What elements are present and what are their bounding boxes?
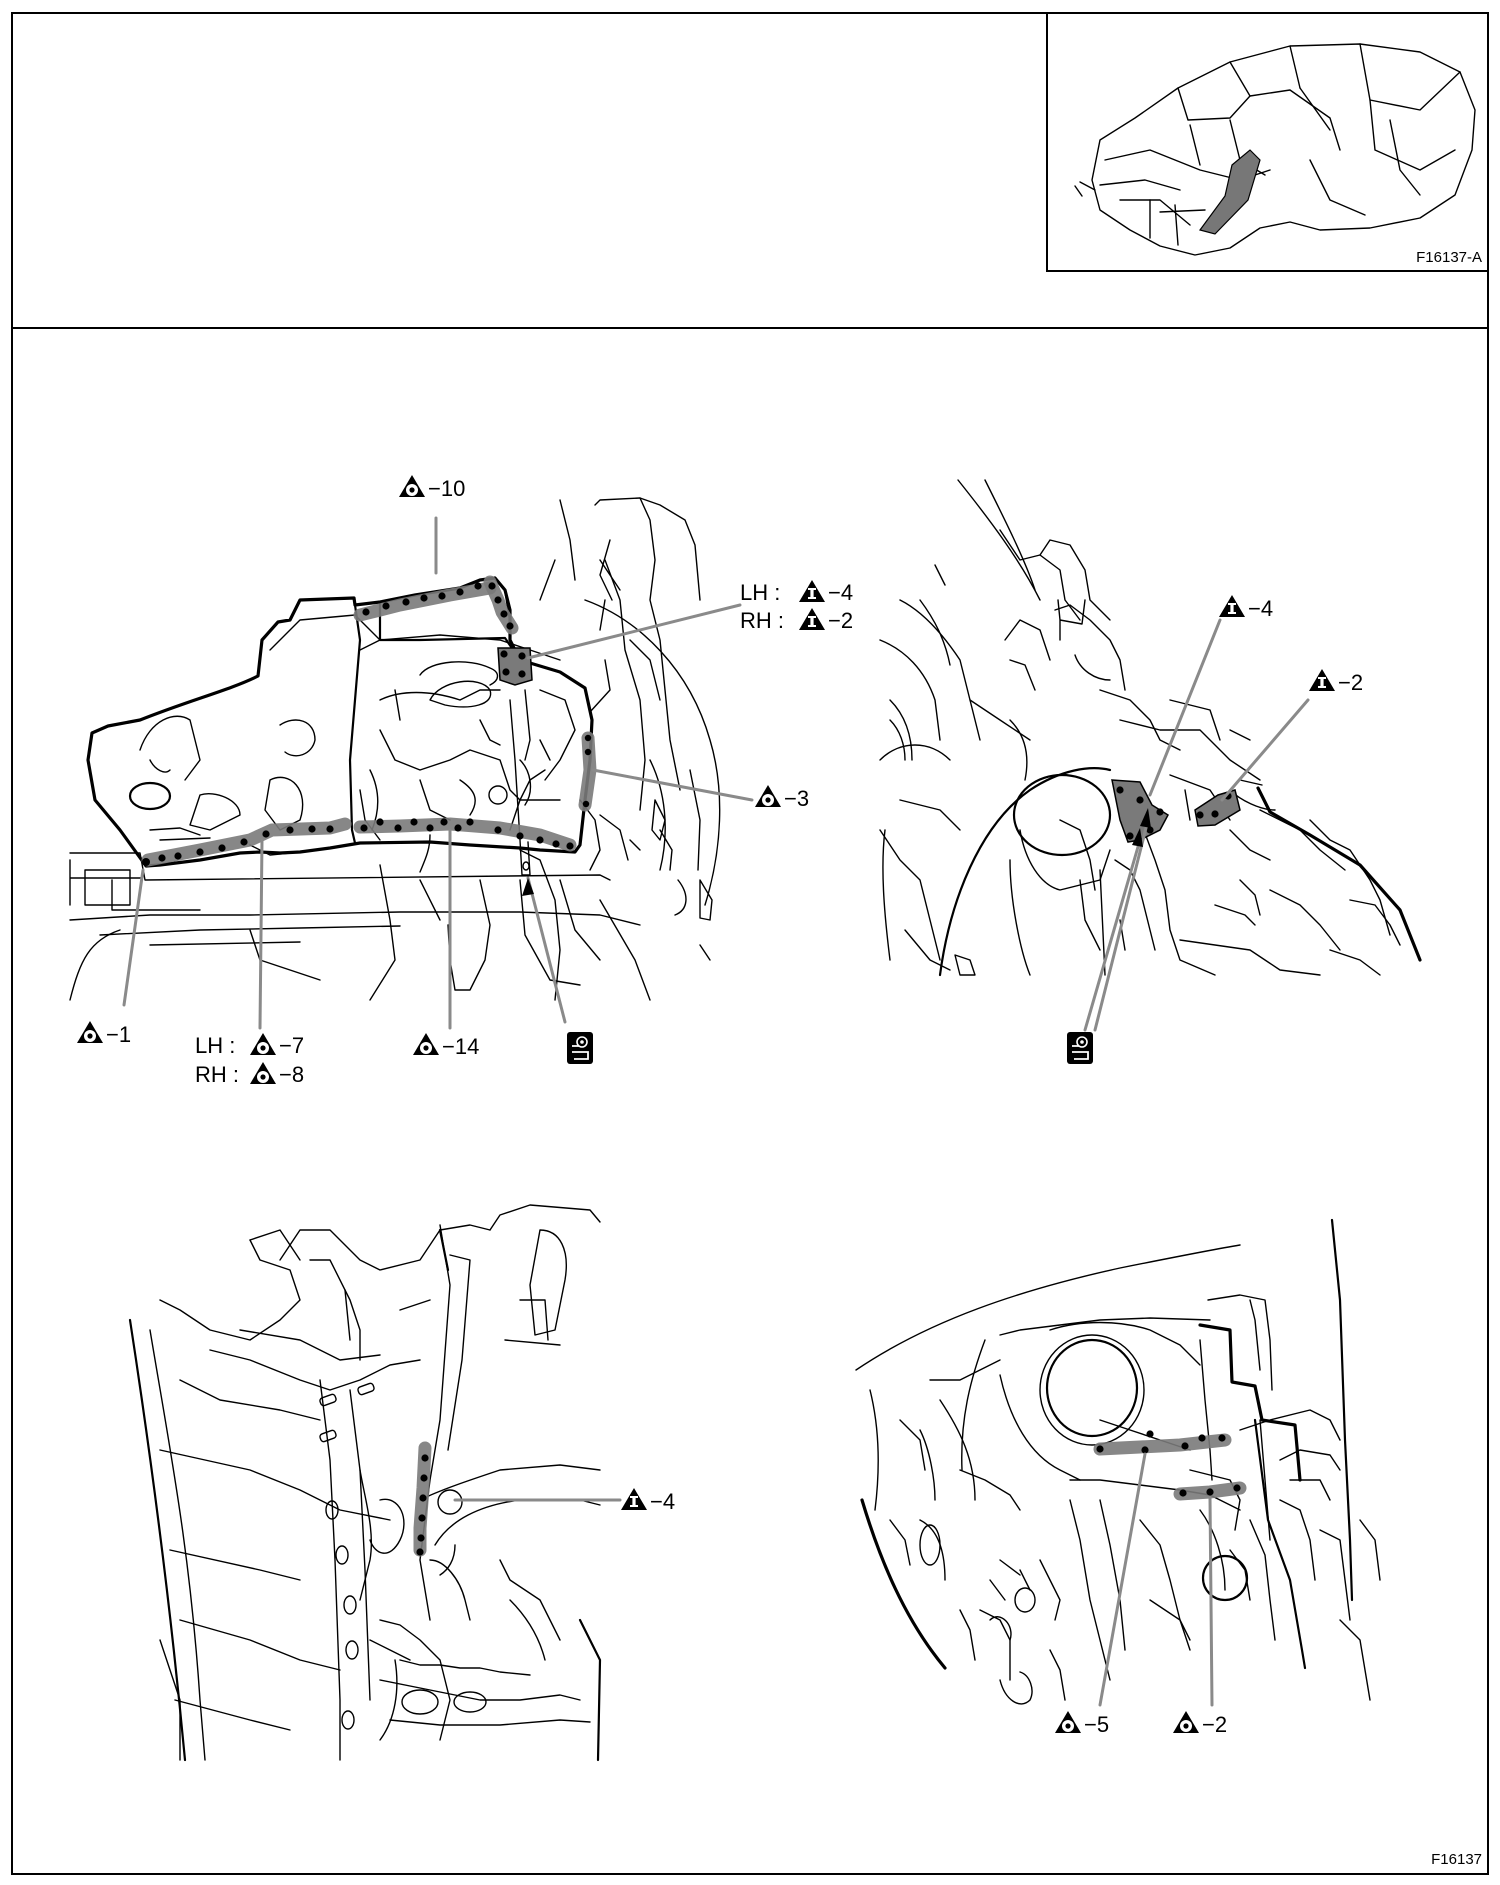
view-bottom-right: −5 −2: [855, 1218, 1381, 1737]
label-spot-1: −1: [77, 1021, 131, 1047]
svg-text:−4: −4: [650, 1489, 675, 1514]
view-top-right: −4 −2: [879, 479, 1422, 1065]
weld-points-bottom-right: [1096, 1430, 1241, 1497]
svg-text:−2: −2: [1338, 670, 1363, 695]
vehicle-thumbnail: F16137-A: [1046, 12, 1489, 272]
sealer-symbol-top-left: [566, 1031, 594, 1065]
svg-text:−4: −4: [1248, 596, 1273, 621]
svg-text:−5: −5: [1084, 1712, 1109, 1737]
label-spot-5-bottom-right: −5: [1055, 1711, 1109, 1737]
svg-text:−2: −2: [828, 608, 853, 633]
svg-text:−8: −8: [279, 1062, 304, 1087]
svg-text:LH :: LH :: [195, 1033, 235, 1058]
figure-code: F16137: [1431, 1851, 1482, 1868]
svg-text:−4: −4: [828, 580, 853, 605]
view-bottom-left: −4: [128, 1204, 675, 1762]
label-rh-spot-8: RH : −8: [195, 1062, 304, 1087]
svg-text:−10: −10: [428, 476, 465, 501]
weld-points-bottom-left: [416, 1454, 429, 1556]
label-lh-plug-4: LH : −4: [740, 580, 853, 605]
label-lh-spot-7: LH : −7: [195, 1033, 304, 1058]
label-plug-4-bottom-left: −4: [621, 1488, 675, 1514]
label-plug-4-top-right: −4: [1219, 595, 1273, 621]
weld-points-top-right: [1116, 786, 1232, 840]
svg-text:−14: −14: [442, 1034, 479, 1059]
svg-text:−2: −2: [1202, 1712, 1227, 1737]
label-plug-2-top-right: −2: [1309, 669, 1363, 695]
svg-text:−3: −3: [784, 786, 809, 811]
label-spot-14: −14: [413, 1033, 479, 1059]
sealer-symbol-top-right: [1066, 1031, 1094, 1065]
thumbnail-code: F16137-A: [1416, 249, 1482, 266]
svg-text:−7: −7: [279, 1033, 304, 1058]
svg-text:RH :: RH :: [740, 608, 784, 633]
svg-text:RH :: RH :: [195, 1062, 239, 1087]
label-rh-plug-2: RH : −2: [740, 608, 853, 633]
page-frame: [11, 12, 1489, 1875]
label-spot-3: −3: [755, 785, 809, 811]
weld-points-top-left: [142, 582, 592, 866]
label-spot-10: −10: [399, 475, 465, 501]
svg-text:−1: −1: [106, 1022, 131, 1047]
view-top-left: −10 LH : −4 RH : −2 −3 −1 LH : −7 RH :: [69, 475, 853, 1087]
svg-text:LH :: LH :: [740, 580, 780, 605]
label-spot-2-bottom-right: −2: [1173, 1711, 1227, 1737]
